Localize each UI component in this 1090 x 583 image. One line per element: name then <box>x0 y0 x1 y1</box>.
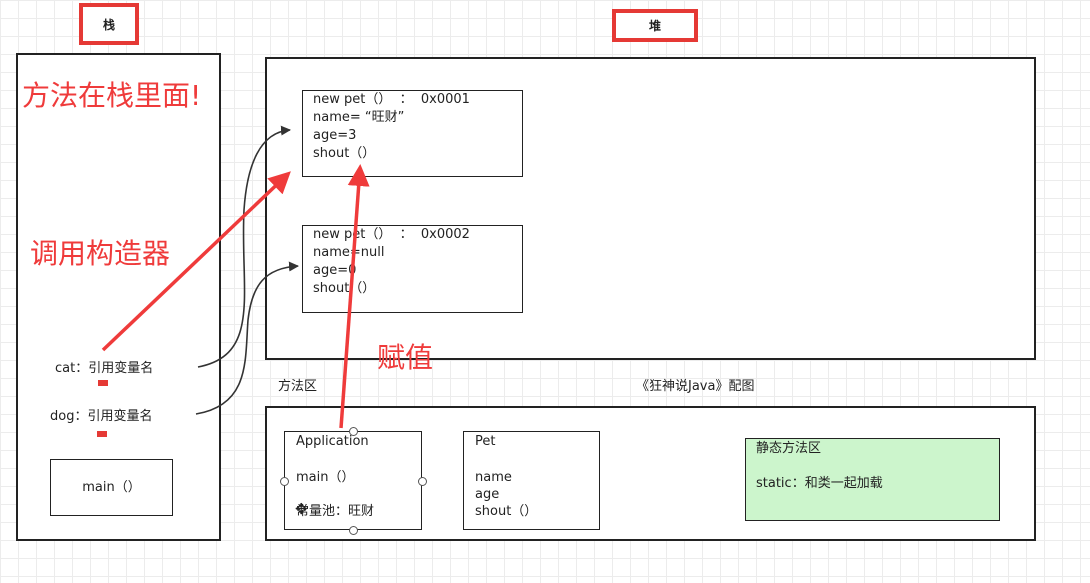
resize-handle-left[interactable] <box>280 477 289 486</box>
static-method-area: 静态方法区 static：和类一起加载 <box>745 438 1000 521</box>
heap-object-2: new pet（） ： 0x0002 name=null age=0 shout… <box>302 225 523 313</box>
heap-tag: 堆 <box>612 9 698 42</box>
dog-marker <box>97 431 107 437</box>
cat-marker <box>98 380 108 386</box>
assign-red-arrow <box>339 164 370 429</box>
figure-caption: 《狂神说Java》配图 <box>636 379 755 394</box>
resize-handle-bottom[interactable] <box>349 526 358 535</box>
dog-reference: dog：引用变量名 <box>50 409 153 424</box>
pet-title: Pet <box>475 434 496 449</box>
resize-handle-right[interactable] <box>418 477 427 486</box>
application-class[interactable]: Application main（） 常量池：旺财 <box>284 431 422 530</box>
pet-name-field: name <box>475 470 512 485</box>
pet-shout-method: shout（） <box>475 504 538 519</box>
assign-note: 赋值 <box>377 341 434 374</box>
move-cursor-icon: ✥ <box>295 500 308 518</box>
obj1-line1: new pet（） ： 0x0001 <box>313 92 470 107</box>
methods-in-stack-note: 方法在栈里面! <box>22 79 202 112</box>
application-title: Application <box>296 434 369 449</box>
main-frame: main（） <box>50 459 173 516</box>
heap-object-1: new pet（） ： 0x0001 name= “旺财” age=3 shou… <box>302 90 523 177</box>
static-area-desc: static：和类一起加载 <box>756 476 883 491</box>
call-constructor-red-arrow <box>101 171 291 352</box>
obj1-line3: age=3 <box>313 128 357 143</box>
dog-to-object2-arrow <box>195 261 299 415</box>
static-area-title: 静态方法区 <box>756 441 822 456</box>
obj2-line3: age=0 <box>313 263 357 278</box>
obj2-line2: name=null <box>313 245 385 260</box>
stack-tag: 栈 <box>79 3 139 45</box>
call-constructor-note: 调用构造器 <box>30 237 171 270</box>
pet-age-field: age <box>475 487 500 502</box>
cat-to-object1-arrow <box>197 125 291 368</box>
obj2-line1: new pet（） ： 0x0002 <box>313 227 470 242</box>
stack-tag-text: 栈 <box>102 17 115 32</box>
constant-pool: 常量池：旺财 <box>296 504 375 519</box>
obj1-line2: name= “旺财” <box>313 110 405 125</box>
obj1-line4: shout（） <box>313 146 376 161</box>
application-main: main（） <box>296 470 355 485</box>
cat-reference: cat：引用变量名 <box>55 361 154 376</box>
heap-tag-text: 堆 <box>648 19 661 33</box>
pet-class: Pet name age shout（） <box>463 431 600 530</box>
obj2-line4: shout（） <box>313 281 376 296</box>
main-frame-label: main（） <box>82 479 141 495</box>
resize-handle-top[interactable] <box>349 427 358 436</box>
method-area-label: 方法区 <box>278 379 318 394</box>
